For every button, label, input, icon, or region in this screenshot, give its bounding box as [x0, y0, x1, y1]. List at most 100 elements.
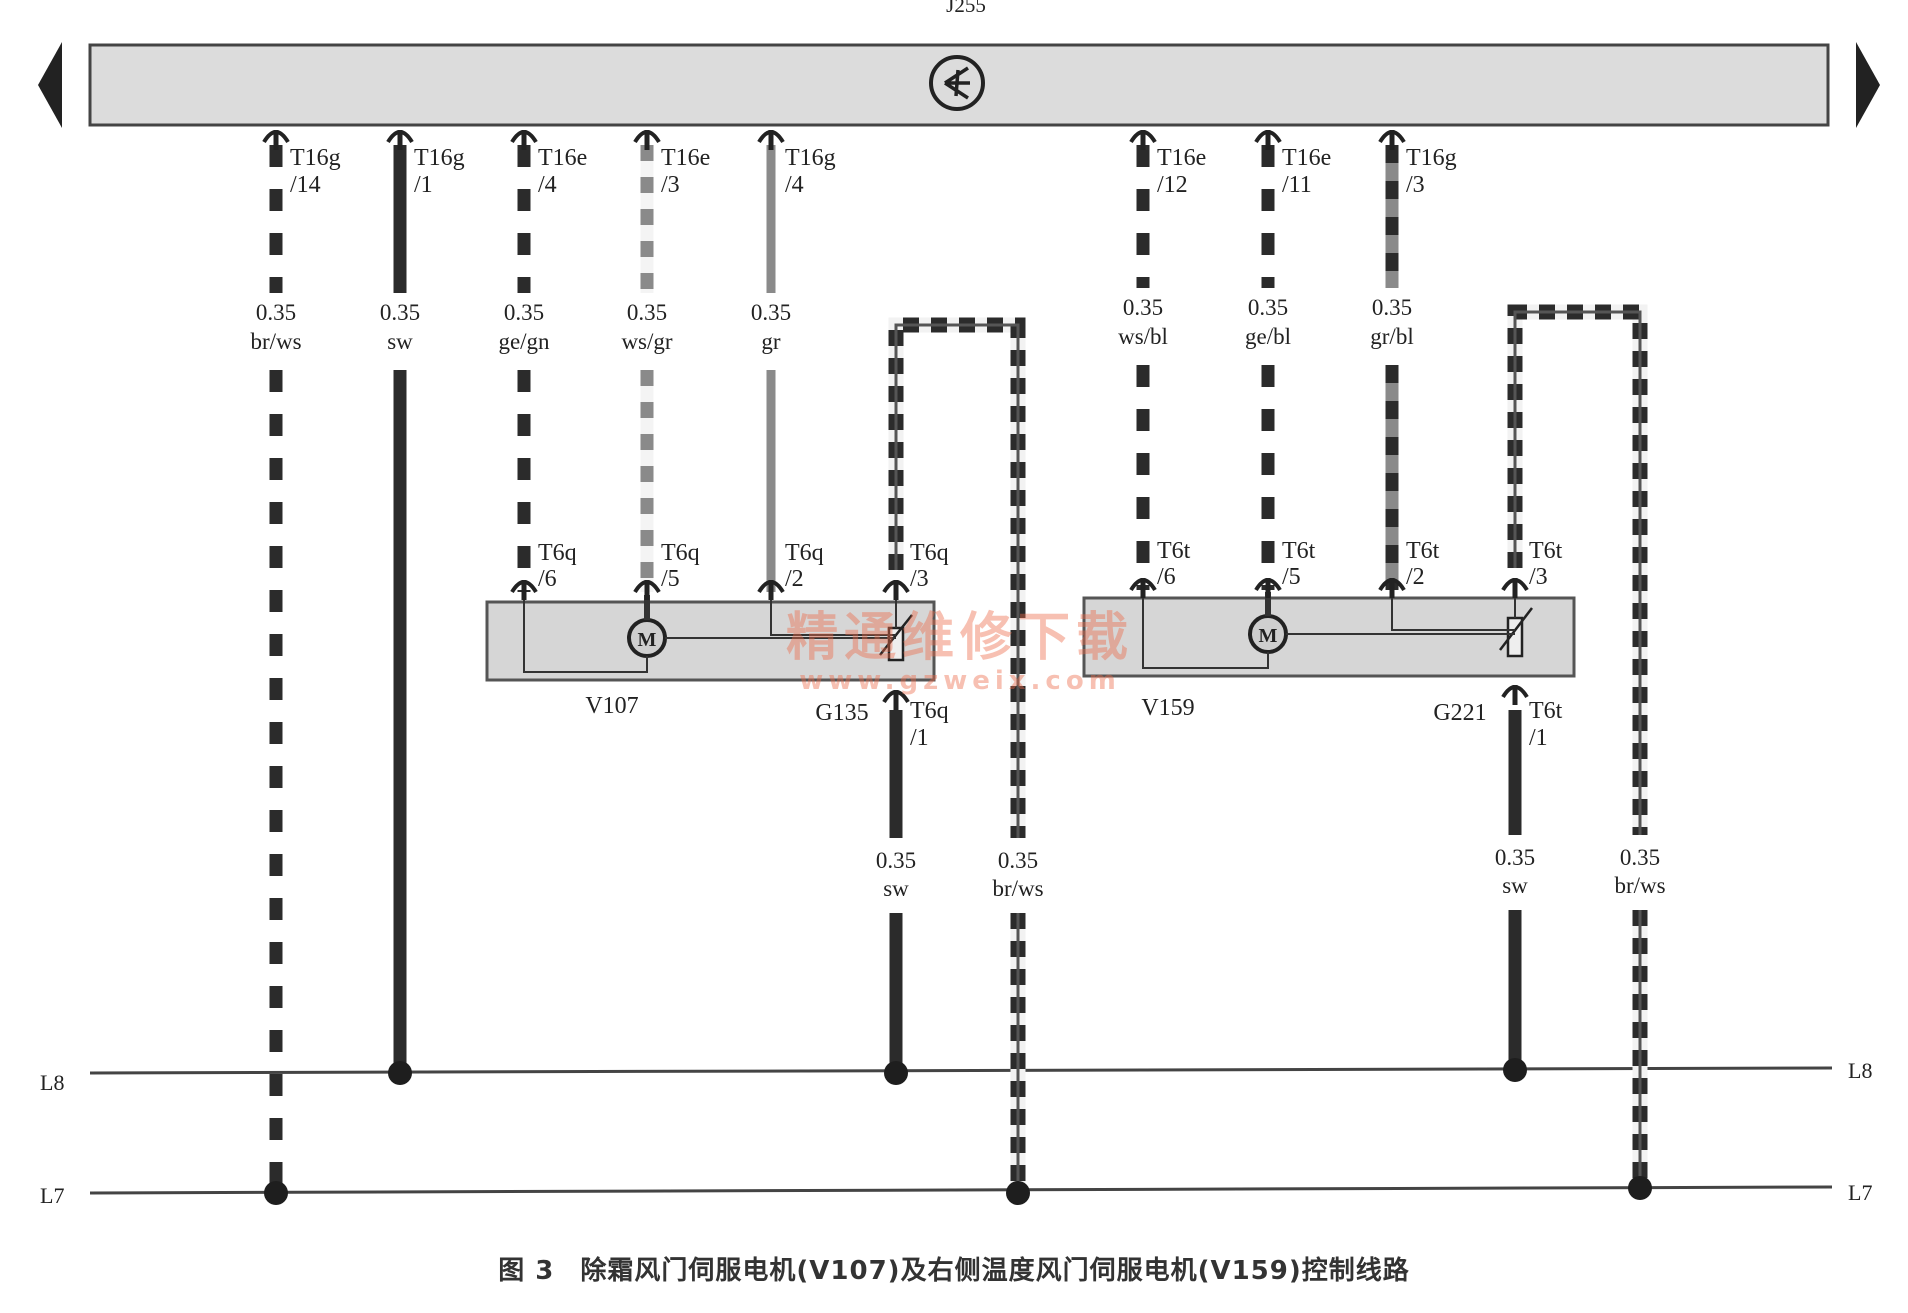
wire-size-label: 0.35: [1248, 295, 1288, 320]
component-pin-number: /6: [538, 566, 557, 592]
pin-number-label: /11: [1282, 172, 1312, 198]
component-box: [485, 600, 936, 682]
bus-l8-label-left: L8: [40, 1070, 64, 1095]
wire-size-label: 0.35: [1372, 295, 1412, 320]
pin-number-label: /4: [538, 172, 557, 198]
loop-wire-upper: [888, 317, 1026, 838]
wire-size-label: 0.35: [1123, 295, 1163, 320]
pin-label: T16e: [1282, 145, 1331, 171]
loop-wire-upper: [1507, 304, 1648, 835]
wire-color-label: sw: [387, 329, 413, 354]
pin-number-label: /3: [1406, 172, 1425, 198]
bus-l8-line: [89, 1066, 1833, 1075]
component-pin-label: T6q: [661, 540, 700, 566]
potentiometer-icon: [887, 626, 905, 662]
component-pin-label: T6t: [1529, 538, 1563, 564]
ground-wire-color-label: sw: [883, 876, 909, 901]
bus-l7-label-left: L7: [40, 1183, 64, 1208]
figure-title: 除霜风门伺服电机(V107)及右侧温度风门伺服电机(V159)控制线路: [580, 1256, 1410, 1286]
pin-label: T16e: [1157, 145, 1206, 171]
pin-label: T16e: [538, 145, 587, 171]
wire-size-label: 0.35: [627, 300, 667, 325]
pin-label: T16g: [414, 145, 465, 171]
wire-connector-top: [1129, 130, 1157, 150]
motor-label-v159: V159: [1141, 695, 1194, 721]
pin-number-label: /12: [1157, 172, 1188, 198]
wire-connector-top: [510, 130, 538, 150]
component-pin-number: /3: [1529, 564, 1548, 590]
loop-wire-color-label: br/ws: [992, 876, 1043, 901]
wire-connector-top: [633, 130, 661, 150]
component-pin-connector: [882, 580, 910, 600]
component-pin-connector: [633, 580, 661, 600]
component-pin-connector: [757, 580, 785, 600]
component-pin-connector: [510, 580, 538, 600]
component-pin-label: T6q: [910, 540, 949, 566]
component-pin-connector: [1129, 578, 1157, 598]
ground-pin-label: T6t: [1529, 698, 1563, 724]
ground-pin-number: /1: [1529, 725, 1548, 751]
wire-color-label: ge/gn: [498, 329, 550, 354]
bus-junction-node: [1006, 1181, 1030, 1205]
component-pin-connector: [1378, 578, 1406, 598]
pin-number-label: /4: [785, 172, 804, 198]
wire-layer: [262, 130, 1652, 1205]
pin-label: T16g: [785, 145, 836, 171]
ground-pin-label: T6q: [910, 698, 949, 724]
bar-right-arrow-icon: [1856, 42, 1880, 128]
component-box: [1082, 596, 1576, 678]
wire-color-label: ws/gr: [621, 329, 672, 354]
wire-color-label: gr/bl: [1370, 324, 1413, 349]
wire-size-label: 0.35: [504, 300, 544, 325]
bus-junction-node: [388, 1061, 412, 1085]
figure-number: 图 3: [498, 1256, 555, 1286]
component-v107-g135: M V107 G135: [485, 595, 936, 726]
bus-lines: L8 L8 L7 L7: [40, 1058, 1872, 1208]
motor-label-v107: V107: [585, 693, 638, 719]
pin-label: T16g: [290, 145, 341, 171]
wire-color-label: br/ws: [250, 329, 301, 354]
wire-core: [1513, 310, 1642, 835]
pin-label: T16g: [1406, 145, 1457, 171]
component-pin-connector: [1501, 578, 1529, 598]
wire-color-label: ws/bl: [1118, 324, 1168, 349]
sensor-label-g135: G135: [815, 700, 868, 726]
bus-junction-node: [1628, 1176, 1652, 1200]
component-pin-number: /2: [785, 566, 804, 592]
component-pin-label: T6q: [785, 540, 824, 566]
pin-number-label: /1: [414, 172, 433, 198]
loop-wire-size-label: 0.35: [1620, 845, 1660, 870]
component-v159-g221: M V159 G221: [1082, 592, 1576, 726]
wire-connector-top: [386, 130, 414, 150]
motor-symbol-label: M: [638, 629, 657, 651]
ground-wire-color-label: sw: [1502, 873, 1528, 898]
wire-connector-top: [1254, 130, 1282, 150]
pin-number-label: /3: [661, 172, 680, 198]
component-pin-connector: [1254, 578, 1282, 598]
wire-size-label: 0.35: [751, 300, 791, 325]
ground-pin-number: /1: [910, 725, 929, 751]
ground-wire-size-label: 0.35: [876, 848, 916, 873]
component-pin-number: /3: [910, 566, 929, 592]
component-pin-number: /5: [1282, 564, 1301, 590]
wire-size-label: 0.35: [256, 300, 296, 325]
component-pin-number: /5: [661, 566, 680, 592]
pin-number-label: /14: [290, 172, 321, 198]
fan-icon: [929, 55, 985, 111]
motor-symbol-label: M: [1259, 625, 1278, 647]
sensor-label-g221: G221: [1433, 700, 1486, 726]
loop-wire-color-label: br/ws: [1614, 873, 1665, 898]
bus-junction-node: [264, 1181, 288, 1205]
pin-label: T16e: [661, 145, 710, 171]
bar-left-arrow-icon: [38, 42, 62, 128]
wire-connector-top: [757, 130, 785, 150]
figure-caption: 图 3 除霜风门伺服电机(V107)及右侧温度风门伺服电机(V159)控制线路: [0, 1250, 1908, 1287]
wire-size-label: 0.35: [380, 300, 420, 325]
ground-pin-connector: [882, 690, 910, 710]
component-pin-label: T6q: [538, 540, 577, 566]
wire-color-label: gr: [761, 329, 781, 354]
bus-junction-node: [884, 1061, 908, 1085]
bus-l8-label-right: L8: [1848, 1058, 1872, 1083]
component-pin-number: /2: [1406, 564, 1425, 590]
